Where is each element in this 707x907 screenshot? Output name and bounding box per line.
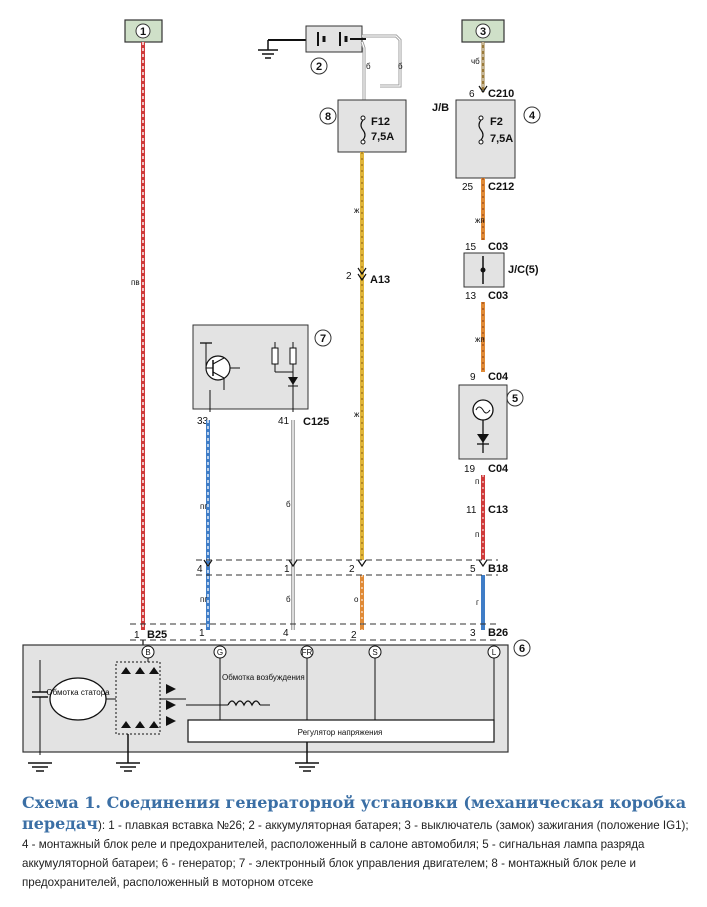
svg-text:2: 2 <box>316 61 322 73</box>
figure-caption: Схема 1. Соединения генераторной установ… <box>22 793 690 892</box>
svg-text:41: 41 <box>278 416 290 427</box>
battery: 2 б б <box>258 25 403 100</box>
svg-text:L: L <box>492 648 497 657</box>
svg-text:7: 7 <box>320 333 326 345</box>
svg-text:25: 25 <box>462 182 474 193</box>
svg-text:5: 5 <box>512 393 518 405</box>
svg-text:1: 1 <box>199 628 205 639</box>
fuse-box-4: чб 6 C210 J/B 4 F2 7,5A 25 C212 <box>432 42 541 193</box>
svg-text:Регулятор напряжения: Регулятор напряжения <box>298 728 383 737</box>
svg-text:о: о <box>354 595 359 604</box>
svg-text:г: г <box>476 598 479 607</box>
wire-red-white: пв 1 B25 <box>131 42 167 660</box>
svg-text:5: 5 <box>470 564 476 575</box>
svg-text:15: 15 <box>465 242 477 253</box>
svg-text:C125: C125 <box>303 416 329 428</box>
svg-text:п: п <box>475 530 479 539</box>
svg-text:G: G <box>217 648 223 657</box>
svg-text:пг: пг <box>200 595 207 604</box>
svg-text:2: 2 <box>351 630 357 641</box>
callout-1: 1 <box>124 19 163 43</box>
svg-text:7,5A: 7,5A <box>490 133 513 145</box>
svg-text:пг: пг <box>200 502 207 511</box>
ecu-block: 7 33 41 C125 <box>192 324 332 428</box>
svg-text:F2: F2 <box>490 116 503 128</box>
svg-text:C210: C210 <box>488 88 514 100</box>
svg-text:жп: жп <box>475 335 485 344</box>
svg-text:п: п <box>475 477 479 486</box>
svg-text:6: 6 <box>469 89 475 100</box>
svg-text:1: 1 <box>140 26 146 38</box>
wiring-diagram: 1 3 2 б б 8 F12 7,5A <box>22 19 541 772</box>
svg-text:ж: ж <box>354 206 360 215</box>
svg-text:B25: B25 <box>147 629 167 641</box>
svg-text:б: б <box>286 595 291 604</box>
caption-text: ): 1 - плавкая вставка №26; 2 - аккумуля… <box>22 819 689 889</box>
svg-text:пв: пв <box>131 278 140 287</box>
svg-text:F12: F12 <box>371 116 390 128</box>
svg-text:B18: B18 <box>488 563 508 575</box>
svg-text:11: 11 <box>466 505 477 516</box>
svg-text:J/C(5): J/C(5) <box>508 264 539 276</box>
svg-text:б: б <box>366 62 371 71</box>
svg-text:C03: C03 <box>488 290 508 302</box>
svg-text:13: 13 <box>465 291 477 302</box>
svg-text:FR: FR <box>302 648 313 657</box>
svg-text:33: 33 <box>197 416 209 427</box>
svg-text:1: 1 <box>284 564 290 575</box>
svg-text:б: б <box>286 500 291 509</box>
svg-text:B26: B26 <box>488 627 508 639</box>
svg-text:3: 3 <box>470 628 476 639</box>
svg-text:6: 6 <box>519 643 525 655</box>
svg-text:4: 4 <box>197 564 203 575</box>
svg-text:C212: C212 <box>488 181 514 193</box>
svg-text:19: 19 <box>464 464 476 475</box>
svg-text:4: 4 <box>529 110 536 122</box>
generator-block: 6 B G FR S L Обмотка статора <box>22 639 531 755</box>
wire-grey: б 1 б 4 <box>283 420 298 639</box>
svg-text:C04: C04 <box>488 371 509 383</box>
svg-text:9: 9 <box>470 372 476 383</box>
svg-text:7,5A: 7,5A <box>371 131 394 143</box>
svg-text:C03: C03 <box>488 241 508 253</box>
svg-text:J/B: J/B <box>432 102 449 114</box>
svg-text:б: б <box>398 62 403 71</box>
ground-symbols <box>28 734 319 772</box>
svg-text:ж: ж <box>354 410 360 419</box>
svg-text:4: 4 <box>283 628 289 639</box>
wire-lamp-chain: жп 15 C03 J/C(5) 13 C03 жп 9 C04 5 19 C0… <box>458 178 539 639</box>
svg-text:B: B <box>145 648 150 657</box>
svg-text:чб: чб <box>471 57 480 66</box>
svg-text:C04: C04 <box>488 463 509 475</box>
svg-text:S: S <box>372 648 377 657</box>
svg-text:жп: жп <box>475 216 485 225</box>
wire-blue-white: пг 4 пг 1 <box>197 420 213 639</box>
fuse-box-8: 8 F12 7,5A <box>319 99 407 153</box>
svg-text:1: 1 <box>134 630 140 641</box>
svg-text:Обмотка статора: Обмотка статора <box>46 688 110 697</box>
svg-text:8: 8 <box>325 111 331 123</box>
svg-text:2: 2 <box>349 564 355 575</box>
svg-text:Обмотка возбуждения: Обмотка возбуждения <box>222 673 305 682</box>
svg-text:C13: C13 <box>488 504 508 516</box>
wire-yellow: ж 2 A13 ж 2 о 2 <box>346 152 390 641</box>
caption-title: Схема 1. Соединения генераторной установ… <box>22 793 687 833</box>
svg-text:2: 2 <box>346 271 352 282</box>
svg-text:A13: A13 <box>370 274 390 286</box>
callout-3: 3 <box>461 19 505 43</box>
svg-text:3: 3 <box>480 26 486 38</box>
